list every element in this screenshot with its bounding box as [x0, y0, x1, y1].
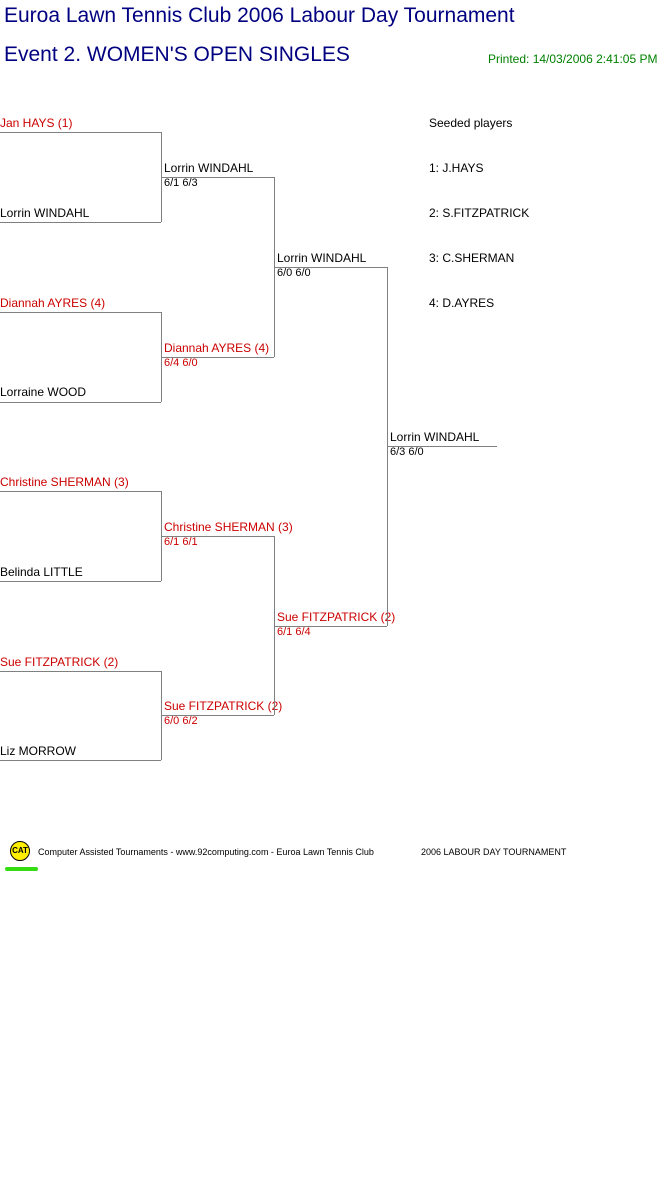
r2-score-4: 6/0 6/2	[164, 715, 198, 727]
r1-player-2: Lorrin WINDAHL	[0, 206, 90, 220]
r1-player-6: Belinda LITTLE	[0, 565, 83, 579]
bracket-line	[0, 222, 161, 223]
seeds-heading: Seeded players	[429, 116, 513, 130]
tournament-title: Euroa Lawn Tennis Club 2006 Labour Day T…	[4, 4, 515, 27]
r2-player-1: Lorrin WINDAHL	[164, 161, 254, 175]
r1-player-7: Sue FITZPATRICK (2)	[0, 655, 119, 669]
bracket-line	[0, 760, 161, 761]
event-title: Event 2. WOMEN'S OPEN SINGLES	[4, 43, 350, 66]
logo-underline	[5, 867, 38, 871]
bracket-line	[161, 177, 274, 178]
footer-credit: Computer Assisted Tournaments - www.92co…	[38, 847, 374, 857]
bracket-line	[274, 536, 275, 715]
bracket-line	[0, 312, 161, 313]
bracket-line	[0, 402, 161, 403]
r1-player-4: Lorraine WOOD	[0, 385, 87, 399]
champion-name: Lorrin WINDAHL	[390, 430, 480, 444]
r1-player-5: Christine SHERMAN (3)	[0, 475, 129, 489]
sf-score-1: 6/0 6/0	[277, 267, 311, 279]
r2-player-2: Diannah AYRES (4)	[164, 341, 270, 355]
seed-entry-3: 3: C.SHERMAN	[429, 251, 515, 265]
printed-timestamp: Printed: 14/03/2006 2:41:05 PM	[488, 52, 658, 66]
r2-score-1: 6/1 6/3	[164, 177, 198, 189]
sf-player-1: Lorrin WINDAHL	[277, 251, 367, 265]
bracket-line	[0, 491, 161, 492]
r1-player-8: Liz MORROW	[0, 744, 76, 758]
bracket-line	[161, 357, 274, 358]
bracket-line	[0, 581, 161, 582]
bracket-line	[274, 267, 387, 268]
r2-player-3: Christine SHERMAN (3)	[164, 520, 293, 534]
seed-entry-2: 2: S.FITZPATRICK	[429, 206, 530, 220]
bracket-line	[0, 132, 161, 133]
bracket-line	[161, 715, 274, 716]
bracket-line	[161, 536, 274, 537]
cat-logo: CAT	[10, 841, 30, 861]
r2-score-3: 6/1 6/1	[164, 536, 198, 548]
sf-score-2: 6/1 6/4	[277, 626, 311, 638]
champion-score: 6/3 6/0	[390, 446, 424, 458]
seed-entry-1: 1: J.HAYS	[429, 161, 484, 175]
r1-player-1: Jan HAYS (1)	[0, 116, 73, 130]
bracket-line	[0, 671, 161, 672]
bracket-line	[274, 626, 387, 627]
sf-player-2: Sue FITZPATRICK (2)	[277, 610, 396, 624]
r2-player-4: Sue FITZPATRICK (2)	[164, 699, 283, 713]
r2-score-2: 6/4 6/0	[164, 357, 198, 369]
footer-tournament: 2006 LABOUR DAY TOURNAMENT	[421, 847, 567, 857]
r1-player-3: Diannah AYRES (4)	[0, 296, 106, 310]
seed-entry-4: 4: D.AYRES	[429, 296, 495, 310]
bracket-line	[387, 446, 497, 447]
